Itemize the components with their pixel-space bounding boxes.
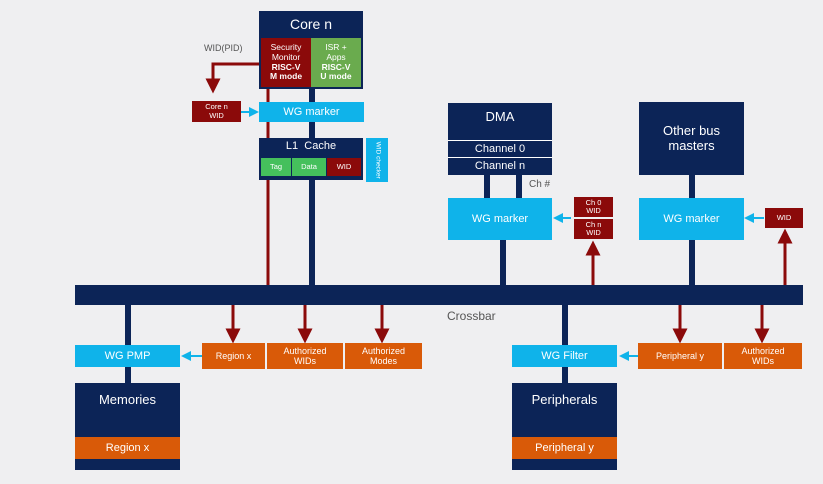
security-monitor-line4: M mode — [269, 71, 303, 82]
authorized-modes-line1: Authorized — [361, 345, 406, 356]
core-title: Core n — [289, 16, 333, 32]
core-wg-marker: WG marker — [259, 102, 364, 122]
dma-chn-wid-line1: Ch n — [585, 219, 602, 229]
isr-apps-line3: RISC-V — [321, 61, 351, 72]
authorized-wids-box: Authorized WIDs — [267, 343, 343, 369]
cache-tag-label: Tag — [269, 161, 283, 171]
wid-checker-label: WID checker — [374, 141, 382, 179]
cache-wid-label: WID — [336, 161, 352, 171]
periph-authorized-wids-line1: Authorized — [741, 345, 785, 356]
navy-bus-links — [125, 88, 695, 384]
periph-authorized-wids-box: Authorized WIDs — [724, 343, 802, 369]
dma-ch0-wid-line1: Ch 0 — [585, 197, 602, 207]
crossbar-label: Crossbar — [447, 309, 496, 323]
memories-title: Memories — [98, 392, 157, 407]
dma-ch0-wid-box: Ch 0 WID — [574, 197, 613, 217]
dma-channel0: Channel 0 — [448, 140, 552, 157]
wid-checker-box: WID checker — [366, 138, 388, 182]
core-wid-box: Core n WID — [192, 101, 241, 122]
isr-apps-line1: ISR + — [325, 42, 347, 53]
dma-channel0-label: Channel 0 — [474, 142, 526, 155]
cache-data-box: Data — [292, 158, 326, 176]
isr-apps-box: ISR + Apps RISC-V U mode — [311, 38, 361, 87]
peripheral-y-label: Peripheral y — [655, 350, 705, 361]
wg-filter-label: WG Filter — [541, 349, 588, 362]
core-wid-line1: Core n — [205, 102, 228, 112]
dma-chn-wid-line2: WID — [586, 228, 601, 237]
other-wid-label: WID — [776, 212, 792, 222]
wg-pmp-box: WG PMP — [75, 345, 180, 367]
memories-region-label: Region x — [105, 441, 150, 454]
region-x-label: Region x — [215, 350, 252, 361]
peripheral-y-box: Peripheral y — [638, 343, 722, 369]
region-x-box: Region x — [202, 343, 265, 369]
cyan-arrows — [181, 107, 764, 361]
authorized-wids-line1: Authorized — [283, 345, 327, 356]
core-wg-marker-label: WG marker — [283, 105, 340, 118]
other-wg-marker-label: WG marker — [663, 212, 720, 225]
wg-filter-box: WG Filter — [512, 345, 617, 367]
core-wid-line2: WID — [209, 110, 224, 120]
cache-data-label: Data — [301, 161, 317, 171]
authorized-modes-box: Authorized Modes — [345, 343, 422, 369]
authorized-modes-line2: Modes — [369, 356, 397, 366]
memories-region-box: Region x — [75, 437, 180, 459]
cache-wid-box: WID — [327, 158, 361, 176]
other-bus-masters-block: Other bus masters — [639, 102, 744, 175]
wg-pmp-label: WG PMP — [104, 349, 151, 362]
other-bus-masters-line1: Other bus — [662, 122, 721, 138]
other-wid-box: WID — [765, 208, 803, 228]
isr-apps-line4: U mode — [320, 71, 352, 82]
isr-apps-line2: Apps — [326, 51, 346, 62]
dma-ch0-wid-line2: WID — [586, 206, 601, 215]
authorized-wids-line2: WIDs — [294, 356, 316, 366]
dma-ch-label: Ch # — [529, 179, 551, 190]
dma-wg-marker: WG marker — [448, 198, 552, 240]
other-wg-marker: WG marker — [639, 198, 744, 240]
wid-pid-label: WID(PID) — [204, 43, 243, 53]
dma-title: DMA — [485, 109, 515, 124]
peripherals-item-box: Peripheral y — [512, 437, 617, 459]
l1-cache-title: L1 Cache — [285, 140, 337, 152]
dma-chn-wid-box: Ch n WID — [574, 219, 613, 239]
peripherals-item-label: Peripheral y — [535, 441, 594, 454]
peripherals-title: Peripherals — [531, 392, 598, 407]
security-monitor-line1: Security — [270, 42, 302, 53]
periph-authorized-wids-line2: WIDs — [752, 356, 774, 366]
crossbar-bar — [75, 285, 803, 305]
dma-channeln: Channel n — [448, 157, 552, 175]
security-monitor-line3: RISC-V — [271, 61, 301, 72]
cache-tag-box: Tag — [261, 158, 291, 176]
security-monitor-box: Security Monitor RISC-V M mode — [261, 38, 311, 87]
other-bus-masters-line2: masters — [668, 137, 715, 153]
dma-channeln-label: Channel n — [474, 160, 526, 173]
dma-wg-marker-label: WG marker — [471, 212, 529, 225]
security-monitor-line2: Monitor — [271, 51, 301, 62]
